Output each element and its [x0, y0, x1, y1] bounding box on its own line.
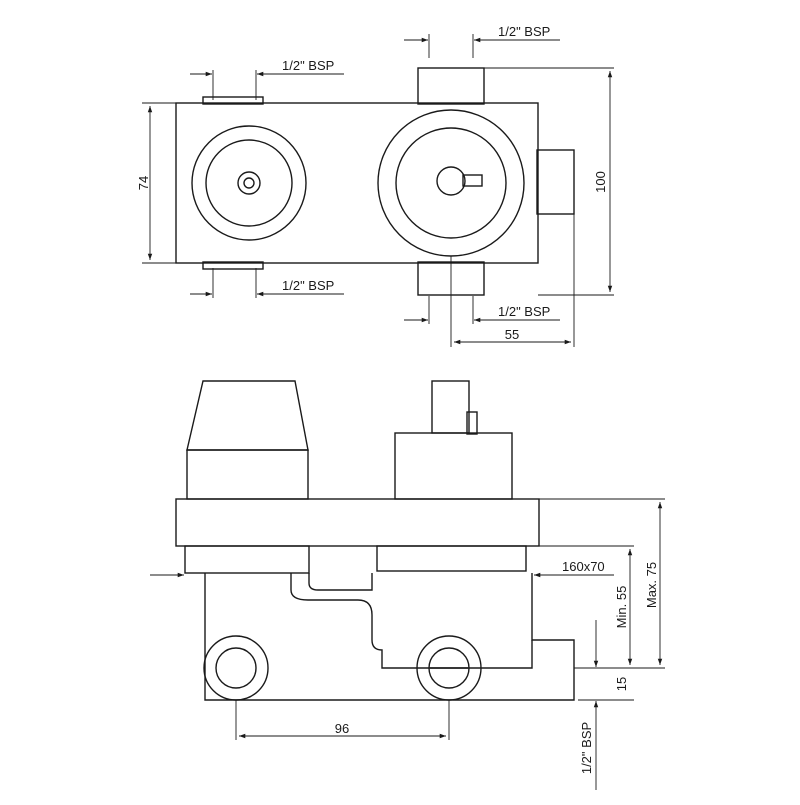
left-spindle-core: [243, 177, 255, 189]
cover-plate: [175, 498, 540, 547]
left-inlet-outer: [203, 635, 269, 701]
bsp-bottom-right-label: 1/2" BSP: [498, 304, 550, 319]
right-cartridge-outer: [377, 109, 525, 257]
bsp-bottom-left-label: 1/2" BSP: [282, 278, 334, 293]
bsp-top-left-label: 1/2" BSP: [282, 58, 334, 73]
right-inlet-inner: [428, 647, 470, 689]
dim-15-label: 15: [614, 677, 629, 691]
left-spindle: [237, 171, 261, 195]
top-view: 74 100 55 1/2" BSP 1/2" BSP 1/2" BSP: [136, 24, 614, 347]
left-inlet-inner: [215, 647, 257, 689]
left-collar: [184, 545, 310, 574]
right-spindle-key: [462, 174, 483, 187]
right-bonnet: [394, 432, 513, 500]
right-collar: [376, 545, 527, 572]
dim-max-label: Max. 75: [644, 562, 659, 608]
left-cartridge-inner: [205, 139, 293, 227]
right-spindle: [436, 166, 466, 196]
dim-96-label: 96: [335, 721, 349, 736]
internal-channel: [290, 573, 533, 669]
right-spindle-pin: [466, 411, 478, 435]
right-spindle-top: [431, 380, 470, 434]
bsp-top-right-label: 1/2" BSP: [498, 24, 550, 39]
left-cartridge-outer: [191, 125, 307, 241]
right-cartridge-inner: [395, 127, 507, 239]
dim-55-label: 55: [505, 327, 519, 342]
valve-body-top: [175, 102, 539, 264]
left-bottom-connector: [202, 261, 264, 270]
right-top-connector: [417, 67, 485, 105]
left-handle-cap: [186, 380, 309, 451]
internal-cavity: [308, 573, 373, 591]
dim-plate-label: 160x70: [562, 559, 605, 574]
dim-74-label: 74: [136, 176, 151, 190]
dim-100-label: 100: [593, 171, 608, 193]
bsp-outlet-label: 1/2" BSP: [579, 722, 594, 774]
dim-min-label: Min. 55: [614, 586, 629, 629]
left-handle-shaft: [186, 449, 309, 500]
valve-body-side: [204, 573, 575, 701]
side-view: 160x70 Max. 75 Min. 55 15 1/2" BSP 96: [150, 380, 665, 790]
left-top-connector: [202, 96, 264, 105]
side-outlet: [536, 149, 575, 215]
